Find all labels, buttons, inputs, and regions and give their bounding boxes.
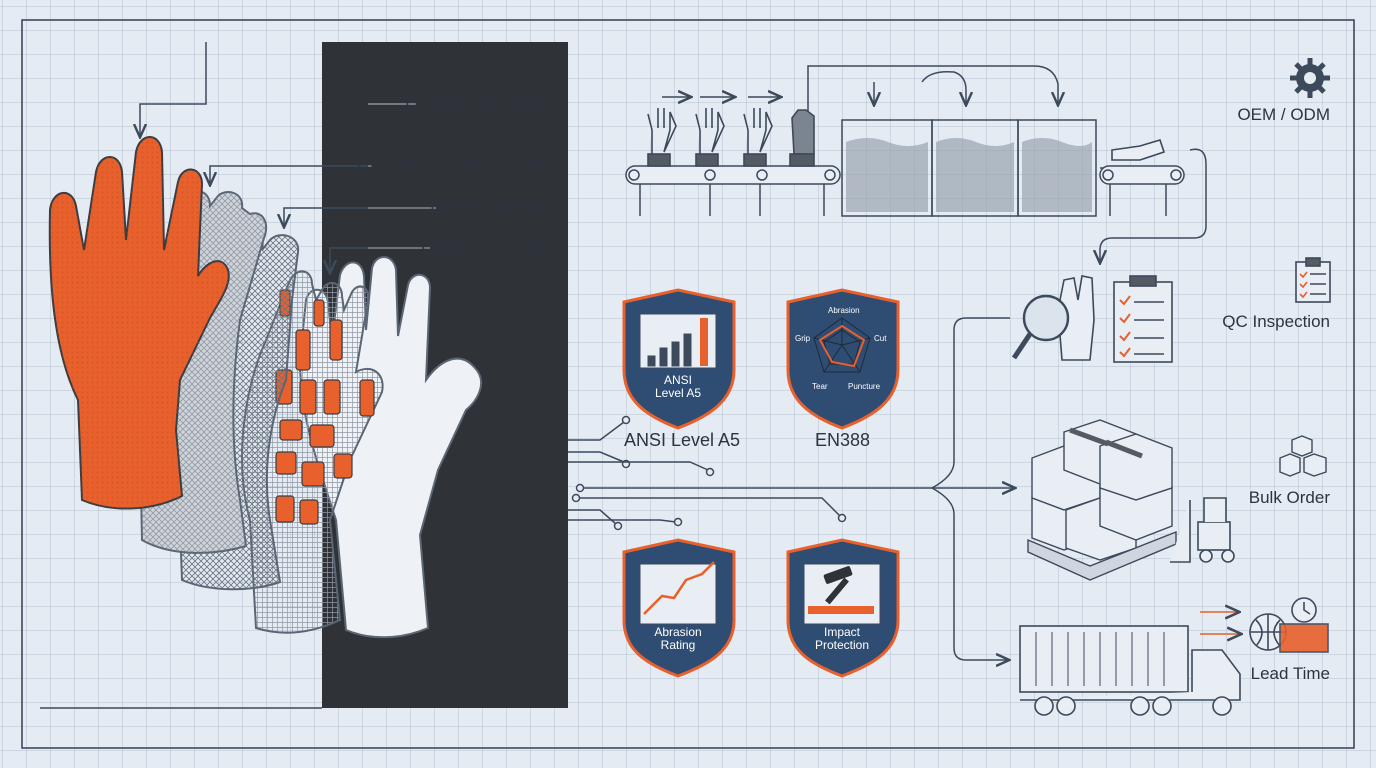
badge-impact [786, 538, 900, 678]
service-qc-inspection: QC Inspection [1222, 312, 1330, 331]
layer-label-grip-texture: GRIP TEXTURE [421, 237, 550, 256]
radar-axis-tear: Tear [812, 382, 828, 391]
caption-ansi-level: ANSI Level A5 [624, 430, 741, 450]
caption-en388: EN388 [815, 430, 871, 450]
layer-label-cut-resistant-core: CUT RESISTANT CORE [357, 155, 550, 174]
service-lead-time: Lead Time [1250, 664, 1330, 683]
badge-connectors [568, 415, 1014, 531]
radar-axis-puncture: Puncture [848, 382, 881, 391]
impact-badge-line2: Protection [814, 638, 870, 652]
qc-illustration [1011, 275, 1173, 363]
badge-abrasion [622, 538, 736, 678]
boxes-icon [1279, 435, 1327, 477]
impact-badge-line1: Impact [823, 625, 860, 639]
abrasion-badge-line2: Rating [660, 638, 696, 652]
radar-axis-cut: Cut [874, 334, 887, 343]
radar-axis-abrasion: Abrasion [828, 306, 860, 315]
container-truck [1019, 625, 1241, 716]
lead-time-icons [1200, 597, 1329, 653]
abrasion-badge-text: Abrasion Rating [640, 626, 716, 652]
dip-tanks-liquid [846, 138, 1092, 212]
hand-forms [647, 108, 1166, 167]
layer-leader-ticks [368, 103, 436, 249]
layer-label-outer-coating: OUTER COATING [405, 94, 550, 113]
ansi-badge-text: ANSI Level A5 [640, 374, 716, 400]
logistics-flow [930, 317, 1010, 660]
badge-en388 [786, 288, 900, 430]
grip-texture-pads [275, 289, 375, 525]
abrasion-badge-line1: Abrasion [654, 625, 702, 639]
ansi-badge-line1: ANSI [663, 373, 692, 387]
frame-border [21, 19, 1355, 749]
badge-ansi [622, 288, 736, 430]
radar-shape [818, 324, 866, 368]
clipboard-icon [1295, 257, 1331, 303]
service-bulk-order: Bulk Order [1248, 488, 1330, 507]
hammer-icon [823, 566, 853, 605]
service-oem-odm: OEM / ODM [1237, 105, 1330, 124]
production-line [625, 65, 1207, 262]
layer-label-liner-fabric: LINER FABRIC [430, 198, 550, 217]
gear-icon [1290, 58, 1330, 98]
forklift-icon [1170, 497, 1235, 563]
glove-layers [48, 136, 483, 639]
pallet-boxes [1027, 419, 1177, 581]
impact-badge-text: Impact Protection [804, 626, 880, 652]
ansi-badge-line2: Level A5 [654, 386, 702, 400]
radar-axis-grip: Grip [795, 334, 811, 343]
